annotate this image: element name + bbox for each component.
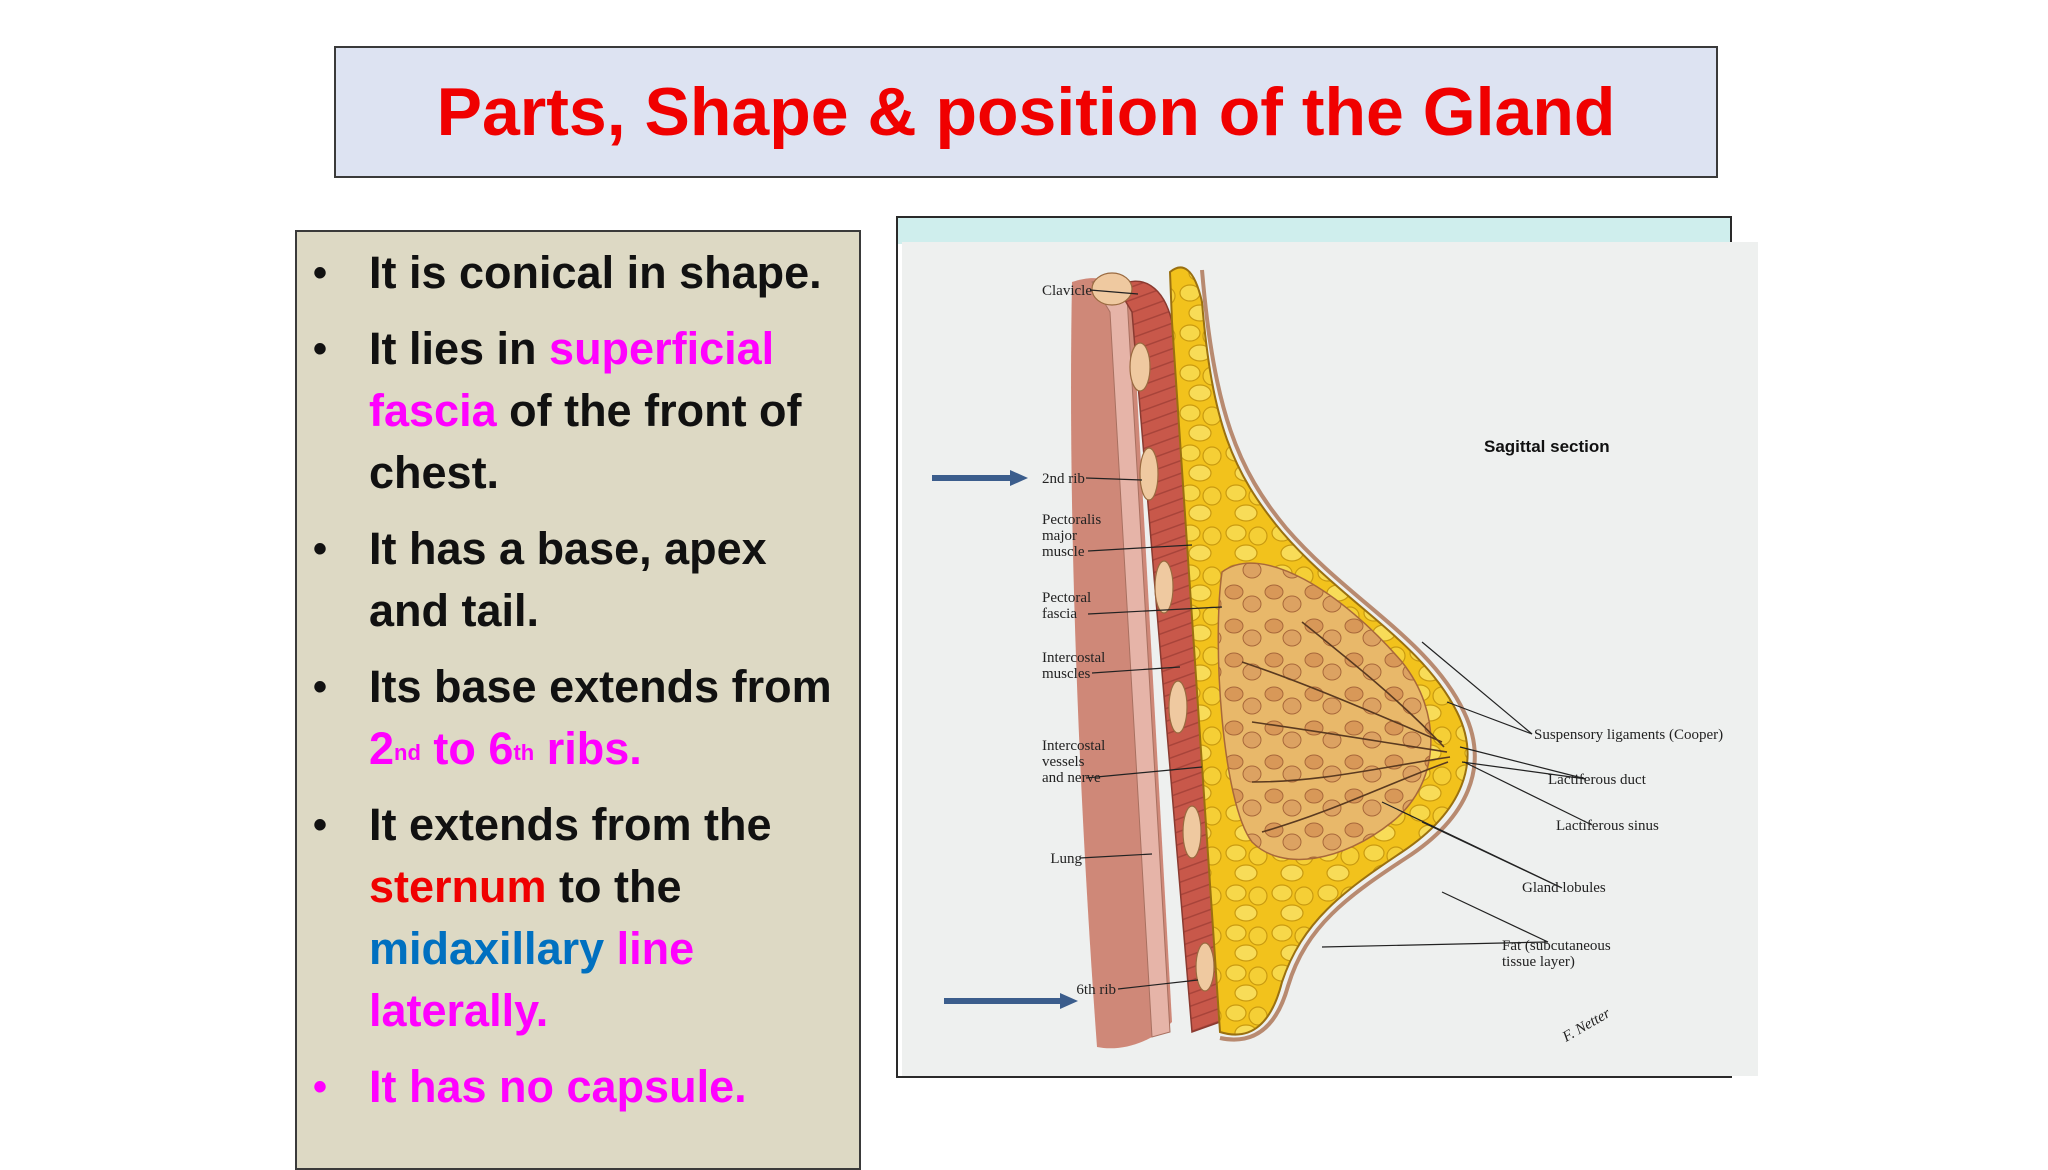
highlight-superficial-fascia: superficial fascia (369, 323, 775, 436)
bullet-dot-icon: • (313, 803, 328, 847)
label-6th-rib: 6th rib (1076, 982, 1116, 998)
bullet-dot-icon: • (313, 1065, 328, 1109)
bullet-dot-icon: • (313, 327, 328, 371)
svg-text:muscle: muscle (1042, 544, 1085, 560)
bullet-dot-icon: • (313, 251, 328, 295)
bullet-item: •It lies in superficial fascia of the fr… (297, 318, 859, 504)
gland-lobules-region (1217, 562, 1432, 861)
highlight-ribs: 2nd to 6th ribs. (369, 723, 642, 774)
bullet-dot-icon: • (313, 665, 328, 709)
label-fat: Fat (subcutaneous (1502, 938, 1611, 954)
title-banner: Parts, Shape & position of the Gland (334, 46, 1718, 178)
label-intercostal-muscles: Intercostal (1042, 650, 1105, 666)
svg-text:major: major (1042, 528, 1077, 544)
svg-text:tissue layer): tissue layer) (1502, 954, 1575, 970)
bullet-item: •It extends from the sternum to the mida… (297, 794, 859, 1042)
label-clavicle: Clavicle (1042, 283, 1092, 299)
bullet-item: •It is conical in shape. (297, 242, 859, 304)
bullet-item: •It has a base, apex and tail. (297, 518, 859, 642)
figure-top-strip (898, 218, 1730, 244)
label-lactiferous-duct: Lactiferous duct (1548, 772, 1647, 788)
bullet-item: •Its base extends from 2nd to 6th ribs. (297, 656, 859, 780)
label-2nd-rib: 2nd rib (1042, 471, 1085, 487)
label-gland-lobules: Gland lobules (1522, 880, 1606, 896)
artist-signature: F. Netter (1559, 1005, 1613, 1046)
slide-title: Parts, Shape & position of the Gland (436, 74, 1616, 150)
bullet-panel: •It is conical in shape. •It lies in sup… (295, 230, 861, 1170)
label-lung: Lung (1050, 851, 1082, 867)
label-pectoral-fascia: Pectoral (1042, 590, 1091, 606)
arrow-2nd-rib-icon (932, 470, 1028, 486)
svg-text:fascia: fascia (1042, 606, 1077, 622)
svg-text:vessels: vessels (1042, 754, 1085, 770)
label-lactiferous-sinus: Lactiferous sinus (1556, 818, 1659, 834)
arrow-6th-rib-icon (944, 993, 1078, 1009)
svg-text:muscles: muscles (1042, 666, 1090, 682)
label-pectoralis: Pectoralis (1042, 512, 1101, 528)
bullet-item: •It has no capsule. (297, 1056, 859, 1118)
highlight-midaxillary: midaxillary (369, 923, 605, 974)
bullet-list: •It is conical in shape. •It lies in sup… (297, 242, 859, 1132)
svg-text:and nerve: and nerve (1042, 770, 1101, 786)
bullet-dot-icon: • (313, 527, 328, 571)
label-intercostal-vessels: Intercostal (1042, 738, 1105, 754)
highlight-sternum: sternum (369, 861, 547, 912)
label-suspensory-ligaments: Suspensory ligaments (Cooper) (1534, 727, 1723, 743)
anatomy-figure: Clavicle 2nd rib Pectoralis major muscle… (902, 242, 1758, 1076)
figure-heading: Sagittal section (1484, 437, 1610, 456)
highlight-line-laterally: line laterally. (369, 923, 695, 1036)
sagittal-section-illustration: Clavicle 2nd rib Pectoralis major muscle… (1042, 266, 1723, 1049)
